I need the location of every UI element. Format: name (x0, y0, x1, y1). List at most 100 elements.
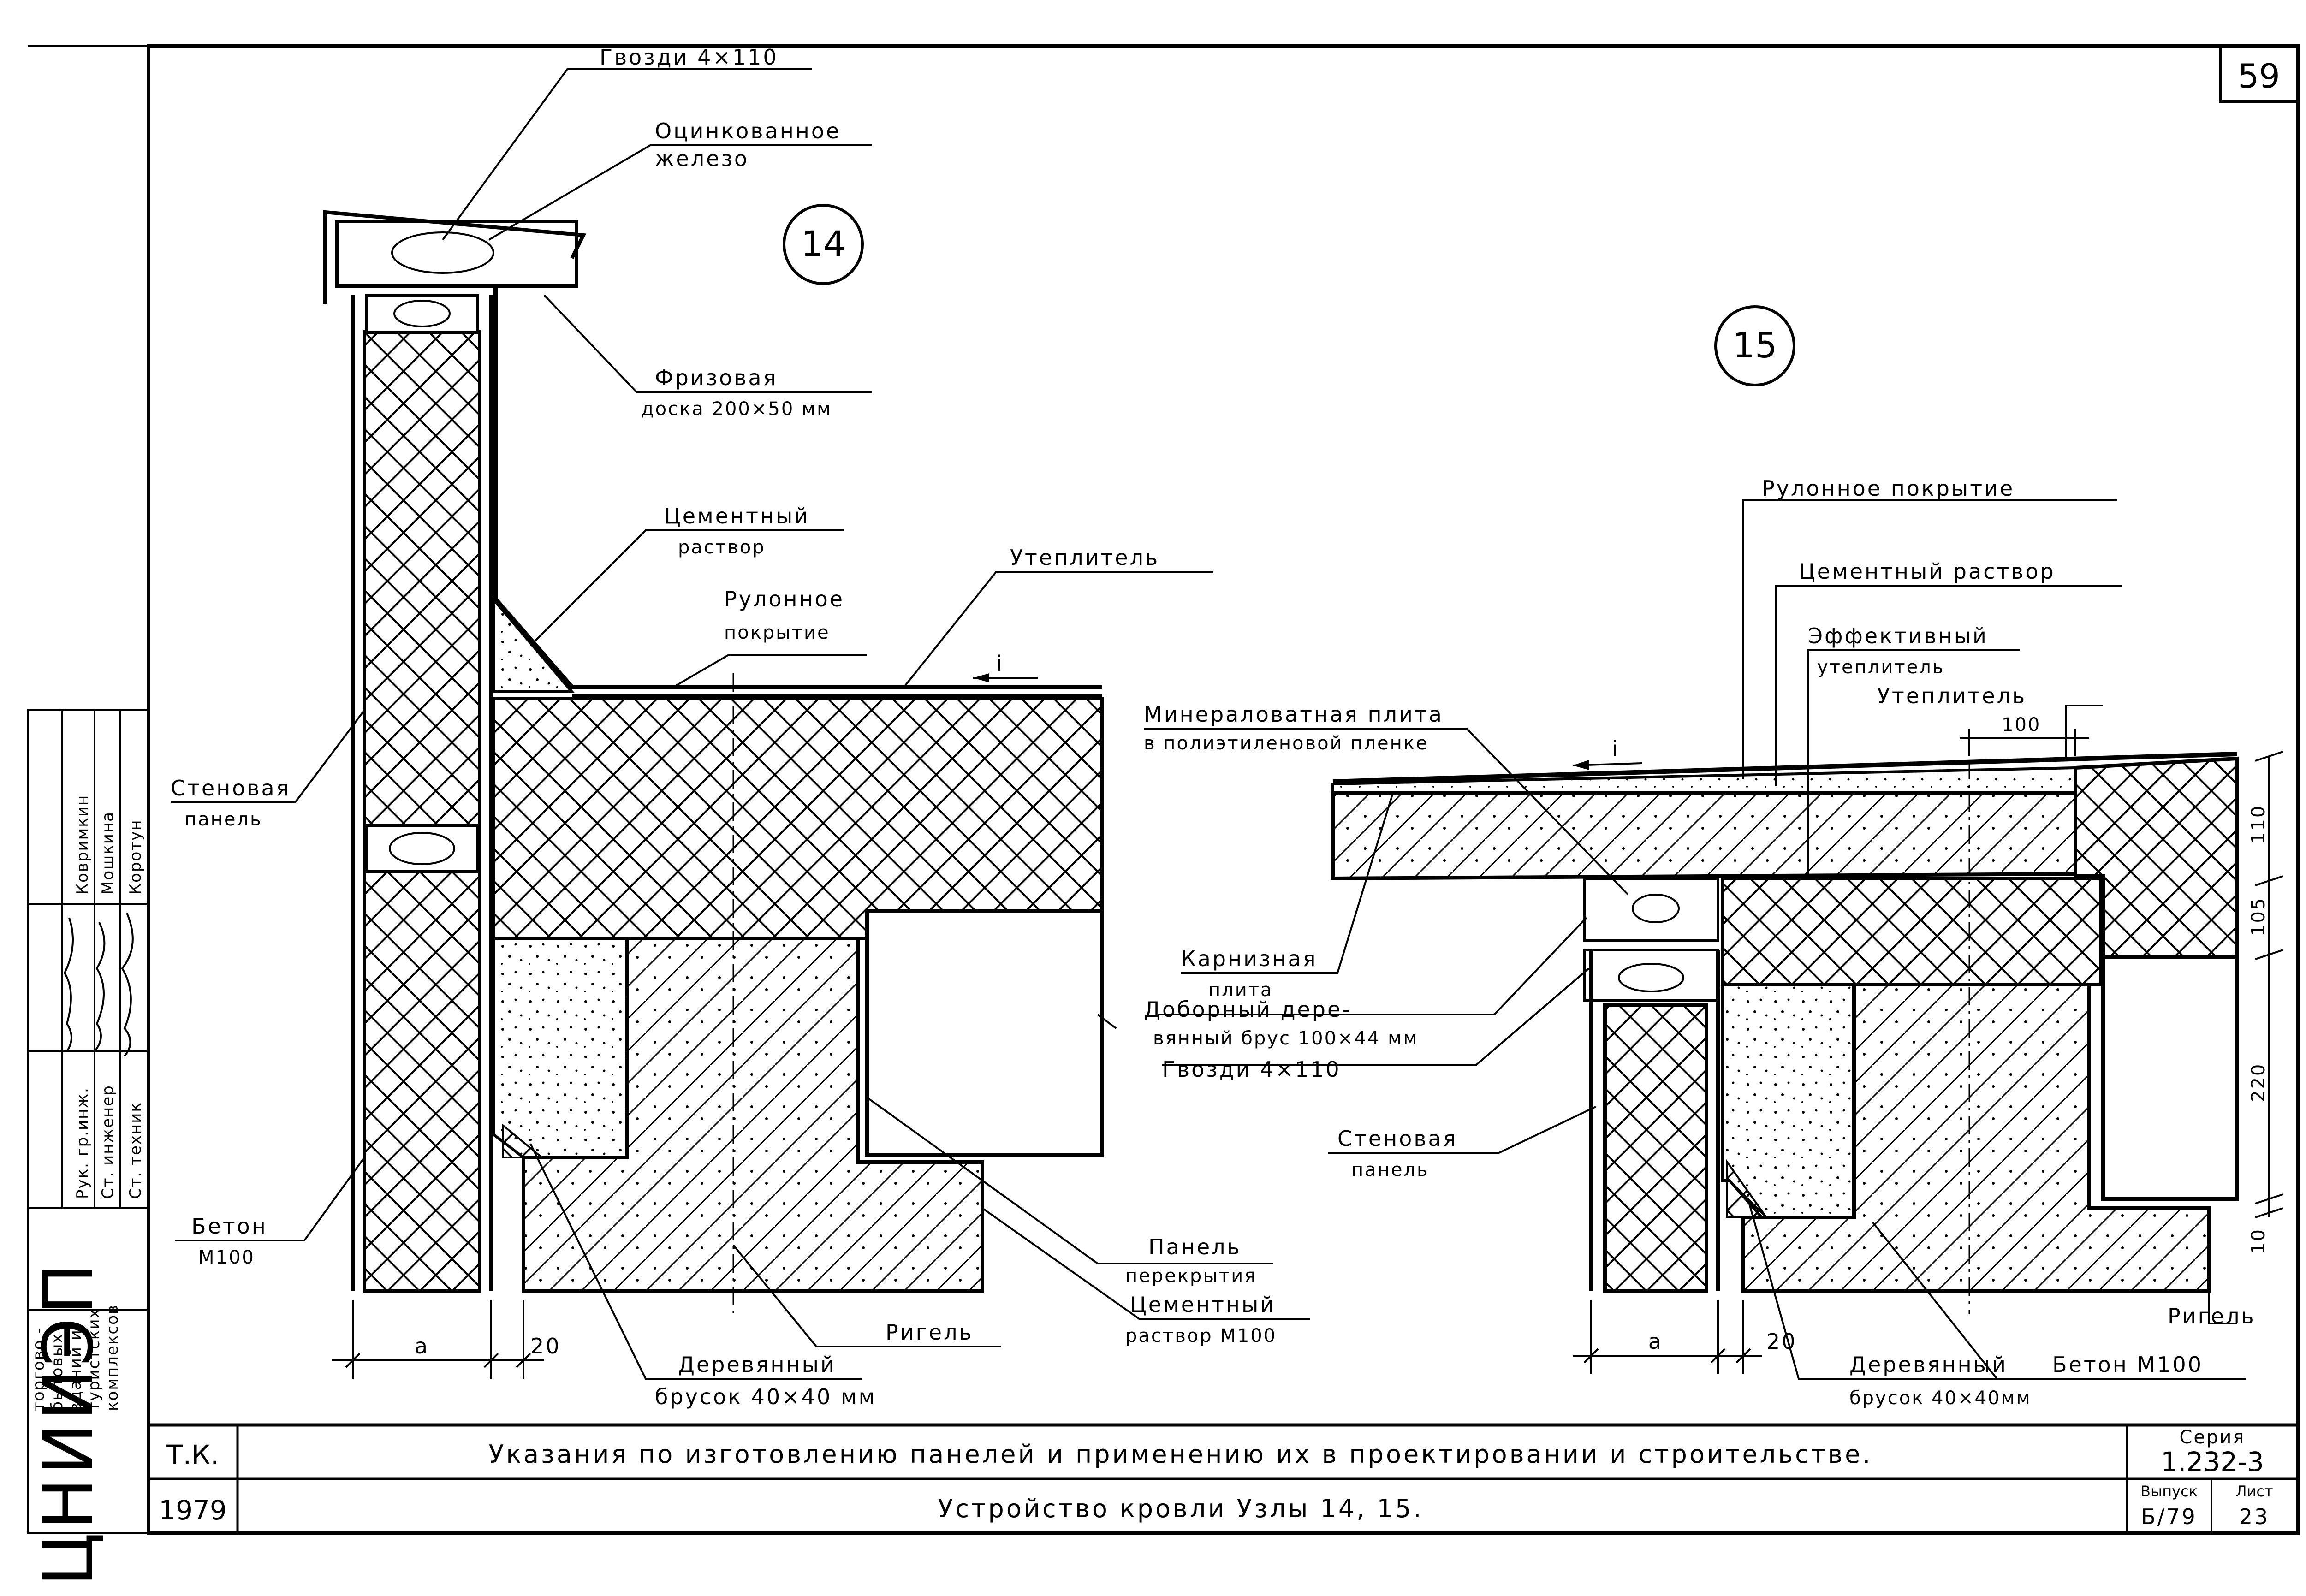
concrete-infill-14 (492, 937, 629, 1159)
label-extra-15-2: вянный брус 100×44 мм (1153, 1028, 1419, 1049)
label-wall-14-1: Стеновая (171, 776, 291, 801)
roof-insulation-14 (492, 697, 1104, 940)
label-extra-15-1: Доборный дере- (1144, 997, 1352, 1022)
label-galv-14-2: железо (655, 146, 749, 171)
signature-3 (121, 913, 134, 1057)
stamp-role-1: Рук. гр.инж. (73, 1087, 92, 1199)
tb-series-label: Серия (2180, 1427, 2246, 1448)
label-eaves-15-1: Карнизная (1181, 946, 1317, 971)
tb-issue-label: Выпуск (2140, 1483, 2198, 1500)
label-roll-15: Рулонное покрытие (1762, 476, 2015, 501)
node-14-marker (783, 204, 864, 285)
label-eff-15-2: утеплитель (1817, 657, 1944, 678)
tb-sheet-label: Лист (2235, 1483, 2273, 1500)
eaves-slab-15 (1331, 791, 2077, 881)
stamp-org-sub-1: торгово - (30, 1327, 48, 1411)
stamp-block (27, 709, 149, 1534)
stamp-org-sub-5: комплексов (103, 1304, 122, 1411)
signature-2 (94, 922, 106, 1052)
label-concrete-14-2: М100 (198, 1247, 255, 1268)
label-nails-15: Гвозди 4×110 (1162, 1057, 1341, 1082)
stamp-name-1: Ковримкин (73, 795, 92, 895)
tb-code: Т.К. (166, 1439, 219, 1471)
label-beam-14: Ригель (886, 1320, 974, 1345)
floor-slab-15 (2101, 955, 2239, 1201)
label-bar-15-1: Деревянный (1849, 1352, 2008, 1377)
dim-100-line (1960, 729, 2089, 756)
sheet-number: 59 (2238, 57, 2280, 95)
dim-10-15: 10 (2248, 1228, 2269, 1254)
stamp-org-sub-3: зданий и (66, 1329, 85, 1411)
label-galv-14-1: Оцинкованное (655, 119, 841, 143)
dims-14 (332, 1300, 544, 1379)
label-concrete-15: Бетон М100 (2052, 1352, 2203, 1377)
slope-14: i (996, 651, 1004, 676)
stamp-org: ЦНИИЭП (29, 1260, 109, 1586)
label-mineral-15-2: в полиэтиленовой пленке (1144, 733, 1429, 754)
stamp-role-2: Ст. инженер (99, 1085, 117, 1199)
dim-105-15: 105 (2248, 897, 2269, 936)
dims-right-15 (2255, 751, 2283, 1218)
stamp-org-sub-4: туристских (85, 1308, 103, 1411)
tb-year: 1979 (159, 1495, 227, 1526)
label-bar-15-2: брусок 40×40мм (1849, 1388, 2032, 1409)
dim-a-15: a (1648, 1329, 1663, 1354)
node-15-number: 15 (1733, 325, 1777, 366)
leaders-14 (171, 68, 1310, 1380)
wall-panel-14 (363, 330, 481, 1293)
label-slab-14-1: Панель (1148, 1234, 1242, 1259)
label-insulation-15: Утеплитель (1877, 683, 2027, 708)
slope-15: i (1612, 736, 1620, 761)
wall-panel-15 (1603, 1003, 1708, 1293)
label-concrete-14-1: Бетон (191, 1214, 267, 1239)
label-eff-15-1: Эффективный (1808, 623, 1988, 648)
label-roll-14-1: Рулонное (724, 587, 844, 611)
label-bar-14-1: Деревянный (678, 1352, 836, 1377)
dim-20-15: 20 (1766, 1329, 1797, 1354)
tb-issue: Б/79 (2141, 1504, 2197, 1529)
label-roll-14-2: покрытие (724, 622, 830, 643)
label-cement-15: Цементный раствор (1799, 559, 2056, 584)
label-slab-14-2: перекрытия (1125, 1265, 1257, 1287)
title-block: Т.К. 1979 Указания по изготовлению панел… (159, 1427, 2273, 1529)
label-frieze-14-2: доска 200×50 мм (641, 398, 832, 420)
frieze-board-14 (335, 220, 578, 288)
dims-bottom-15 (1573, 1300, 1762, 1374)
label-insulation-14: Утеплитель (1010, 545, 1159, 570)
leaders-15 (1144, 499, 2246, 1380)
label-wall-14-2: панель (184, 809, 262, 830)
tb-subtitle: Устройство кровли Узлы 14, 15. (938, 1494, 1423, 1523)
label-beam-15: Ригель (2168, 1304, 2256, 1329)
dim-100-15: 100 (2002, 714, 2041, 736)
node-14-number: 14 (801, 223, 846, 264)
label-cement-14-1: Цементный (664, 504, 810, 528)
label-mineral-15-1: Минераловатная плита (1144, 702, 1444, 727)
label-cement-14-2: раствор (678, 537, 766, 558)
dim-110-15: 110 (2248, 805, 2269, 844)
tb-title: Указания по изготовлению панелей и приме… (489, 1440, 1873, 1469)
timber-15 (1583, 877, 1719, 942)
stamp-names: Ковримкин Мошкина Коротун Рук. гр.инж. С… (29, 795, 145, 1586)
label-cement100-14-1: Цементный (1130, 1292, 1276, 1317)
label-eaves-15-2: плита (1208, 979, 1273, 1001)
label-bar-14-2: брусок 40×40 мм (655, 1384, 876, 1409)
label-nails-14: Гвозди 4×110 (600, 45, 779, 70)
dim-220-15: 220 (2248, 1063, 2269, 1102)
dim-a-14: a (415, 1334, 429, 1359)
tb-series: 1.232-3 (2161, 1446, 2264, 1477)
floor-slab-14 (865, 909, 1104, 1157)
signature-1 (63, 917, 74, 1052)
stamp-role-3: Ст. техник (126, 1102, 145, 1199)
effective-insulation-15 (1721, 877, 2103, 986)
node-15-marker (1714, 305, 1795, 386)
dim-20-14: 20 (530, 1334, 561, 1359)
stamp-org-sub-2: бытовых (48, 1333, 66, 1411)
roll-roof-15 (1332, 752, 2237, 784)
stamp-name-3: Коротун (126, 819, 145, 895)
label-cement100-14-2: раствор М100 (1125, 1325, 1277, 1347)
label-wall-15-2: панель (1351, 1159, 1429, 1181)
label-frieze-14-1: Фризовая (655, 365, 778, 390)
tb-sheet: 23 (2239, 1504, 2270, 1529)
node-15-drawing: 15 i (1144, 305, 2283, 1409)
